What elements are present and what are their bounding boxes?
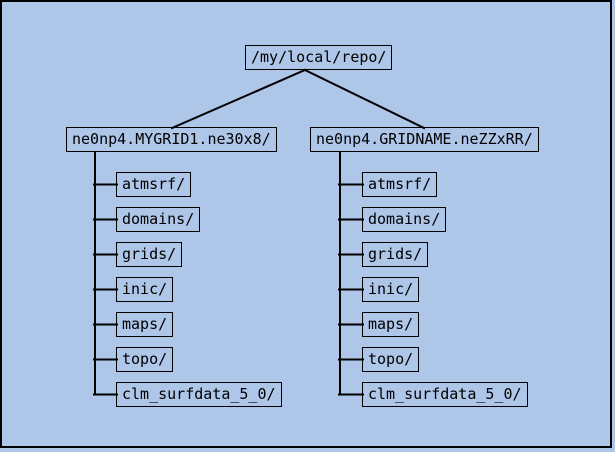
dir-node: maps/ <box>362 312 420 337</box>
grid-dir-node-right: ne0np4.GRIDNAME.neZZxRR/ <box>310 127 539 152</box>
dir-node: clm_surfdata_5_0/ <box>116 382 282 407</box>
root-dir-node: /my/local/repo/ <box>245 45 393 70</box>
grid-dir-node-left: ne0np4.MYGRID1.ne30x8/ <box>66 127 277 152</box>
dir-node: topo/ <box>362 347 420 372</box>
dir-node: grids/ <box>116 242 183 267</box>
dir-node: clm_surfdata_5_0/ <box>362 382 528 407</box>
dir-node: atmsrf/ <box>116 172 192 197</box>
dir-node: domains/ <box>362 207 447 232</box>
dir-node: grids/ <box>362 242 429 267</box>
dir-node: topo/ <box>116 347 174 372</box>
dir-node: domains/ <box>116 207 201 232</box>
dir-node: maps/ <box>116 312 174 337</box>
dir-node: inic/ <box>116 277 174 302</box>
dir-node: atmsrf/ <box>362 172 438 197</box>
dir-node: inic/ <box>362 277 420 302</box>
